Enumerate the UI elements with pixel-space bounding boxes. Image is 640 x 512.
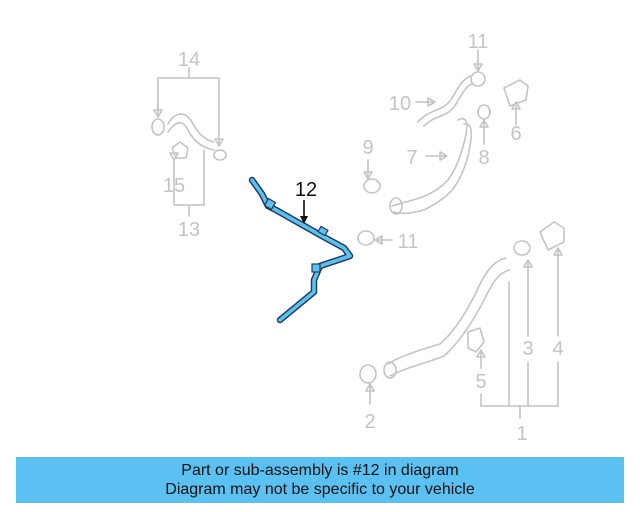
callout-7: 7 (406, 147, 417, 169)
fitting-icon (503, 79, 529, 107)
banner-line-1: Part or sub-assembly is #12 in diagram (181, 462, 459, 479)
callout-4: 4 (552, 338, 563, 360)
highlighted-pipe-12: 12 (248, 176, 354, 324)
callout-5: 5 (475, 371, 486, 393)
hose-group-upper-right: 11 10 6 8 7 9 (362, 31, 529, 215)
info-banner: Part or sub-assembly is #12 in diagram D… (16, 457, 624, 503)
clamp-icon (151, 118, 165, 136)
callout-11-top: 11 (468, 31, 489, 53)
clamp-11-group: 11 (357, 230, 419, 253)
bracket-icon (467, 327, 485, 353)
parts-diagram: 14 15 13 11 10 6 8 7 9 (151, 31, 565, 445)
callout-10: 10 (389, 93, 411, 115)
clamp-icon (363, 178, 381, 194)
callout-11-mid: 11 (398, 231, 419, 253)
clamp-icon (213, 149, 227, 161)
clamp-icon (470, 71, 486, 87)
callout-8: 8 (478, 147, 489, 169)
callout-13: 13 (178, 219, 200, 241)
callout-3: 3 (522, 338, 533, 360)
callout-9: 9 (362, 137, 373, 159)
callout-12: 12 (295, 179, 317, 201)
callout-6: 6 (510, 123, 521, 145)
fitting-icon (171, 141, 189, 159)
callout-15: 15 (163, 175, 185, 197)
clamp-icon (513, 240, 531, 256)
banner-line-2: Diagram may not be specific to your vehi… (165, 481, 475, 498)
clamp-icon (359, 364, 377, 384)
hose-group-14: 14 15 13 (151, 49, 227, 241)
fitting-icon (539, 221, 565, 251)
clamp-icon (357, 230, 375, 246)
callout-14: 14 (178, 49, 200, 71)
hose-group-lower-right: 2 5 3 4 1 (359, 221, 565, 445)
callout-1: 1 (516, 423, 527, 445)
callout-2: 2 (364, 411, 375, 433)
clamp-icon (477, 104, 491, 120)
